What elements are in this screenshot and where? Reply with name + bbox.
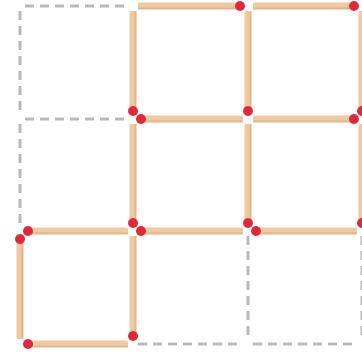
matchstick-body — [359, 11, 362, 114]
matchstick-head — [357, 106, 362, 116]
matchstick-v-r2-c0[interactable] — [15, 234, 25, 339]
empty-slots-layer — [20, 6, 362, 344]
matchstick-v-r1-c1[interactable] — [128, 124, 138, 228]
matchstick-head — [349, 1, 359, 11]
matchstick-h-r1-c1[interactable] — [136, 114, 243, 124]
matchstick-head — [235, 1, 245, 11]
matchstick-h-r2-c1[interactable] — [136, 226, 243, 236]
matchstick-head — [349, 114, 359, 124]
matchstick-shade — [138, 121, 243, 123]
matchstick-shade — [138, 233, 243, 235]
matchstick-head — [243, 218, 253, 228]
matchstick-head — [243, 106, 253, 116]
matchstick-shade — [135, 11, 137, 114]
matchstick-shade — [253, 121, 357, 123]
matchstick-shade — [135, 236, 137, 339]
matchstick-head — [136, 226, 146, 236]
matchstick-v-r0-c1[interactable] — [128, 11, 138, 116]
matchstick-h-r0-c2[interactable] — [253, 1, 359, 11]
matchstick-h-r0-c1[interactable] — [138, 1, 245, 11]
matchstick-head — [128, 106, 138, 116]
matchstick-shade — [250, 11, 252, 114]
matchstick-h-r1-c2[interactable] — [253, 114, 359, 124]
matchstick-head — [357, 218, 362, 228]
matchstick-shade — [253, 8, 357, 10]
matchstick-body — [359, 124, 362, 226]
matchstick-shade — [135, 124, 137, 226]
matchsticks-layer — [15, 1, 362, 349]
matchstick-h-r2-c2[interactable] — [251, 226, 357, 236]
matchstick-v-r1-c2[interactable] — [243, 124, 253, 228]
matchstick-shade — [250, 124, 252, 226]
matchstick-v-r1-c3[interactable] — [357, 124, 362, 228]
matchstick-v-r0-c3[interactable] — [357, 11, 362, 116]
matchstick-shade — [25, 233, 128, 235]
matchstick-head — [128, 331, 138, 341]
matchstick-head — [136, 114, 146, 124]
matchstick-v-r0-c2[interactable] — [243, 11, 253, 116]
matchstick-head — [15, 234, 25, 244]
matchstick-shade — [138, 8, 243, 10]
matchstick-shade — [25, 346, 128, 348]
matchstick-h-r3-c0[interactable] — [23, 339, 128, 349]
matchstick-head — [23, 339, 33, 349]
matchstick-shade — [253, 233, 357, 235]
matchstick-v-r2-c1[interactable] — [128, 236, 138, 341]
matchstick-head — [128, 218, 138, 228]
matchstick-head — [23, 226, 33, 236]
matchstick-shade — [22, 236, 24, 339]
matchstick-h-r2-c0[interactable] — [23, 226, 128, 236]
matchstick-head — [251, 226, 261, 236]
